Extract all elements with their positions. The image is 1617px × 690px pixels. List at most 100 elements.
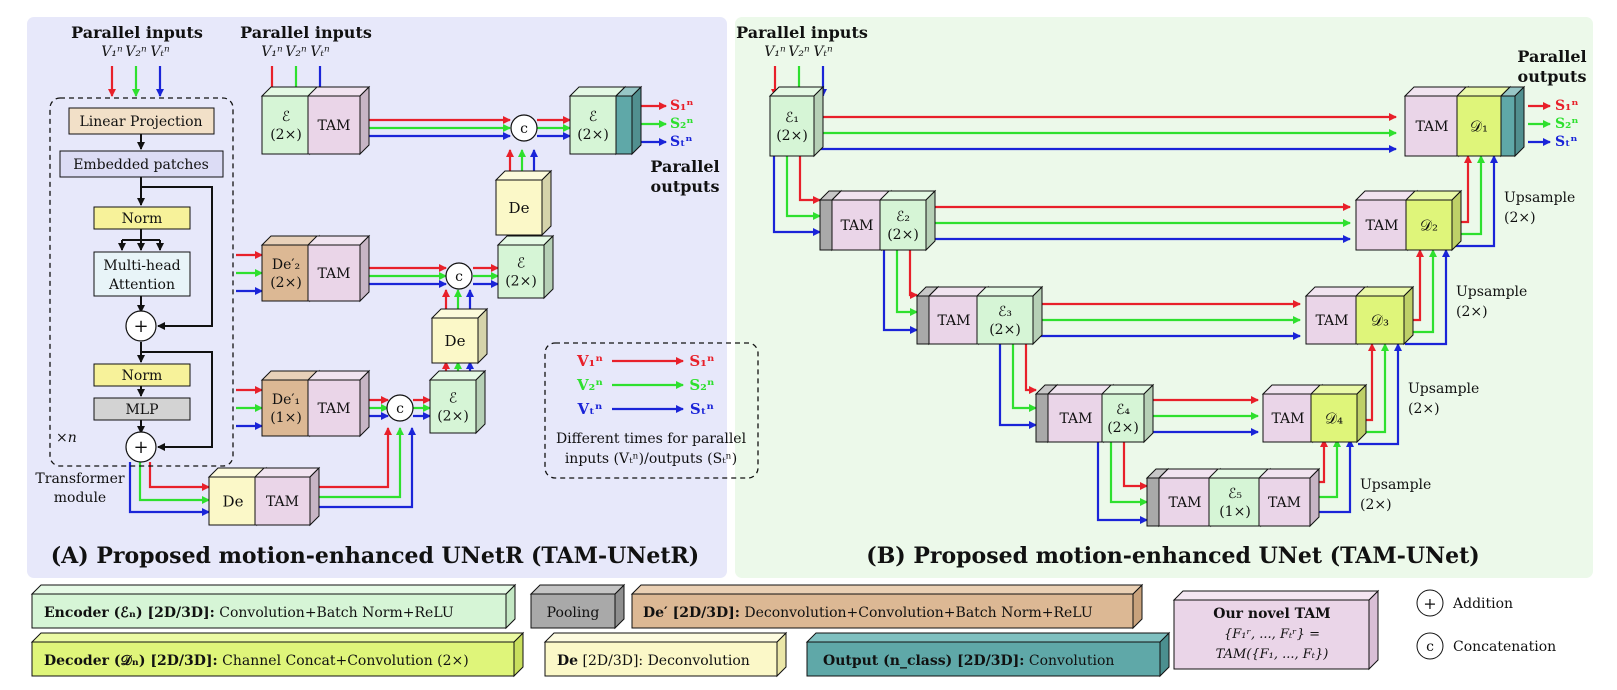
encoder-block-low: ℰ (2×) bbox=[428, 369, 487, 435]
decoder-block-d2-label: 𝒟₂ bbox=[1420, 216, 1438, 234]
legend-decoder-rest: Channel Concat+Convolution (2×) bbox=[218, 653, 469, 669]
attention-label-line2: Attention bbox=[108, 277, 175, 293]
encoder-block-e4-label: (2×) bbox=[1107, 420, 1139, 436]
tam-block-d2-label: TAM bbox=[1365, 218, 1398, 234]
legend-tam-formula-line1: {F₁ʳ, ..., Fₜʳ} = bbox=[1224, 627, 1320, 642]
upsample-mult-2: (2×) bbox=[1456, 304, 1488, 320]
output-symbol-s1: S₁ⁿ bbox=[1555, 98, 1579, 114]
concat-node-mid: c bbox=[445, 262, 473, 290]
output-symbol-st: Sₜⁿ bbox=[1555, 134, 1578, 150]
signal-arrow bbox=[785, 154, 821, 220]
encoder-block-output: ℰ (2×) bbox=[568, 85, 627, 156]
tam-block-e5-right-label: TAM bbox=[1268, 495, 1301, 511]
signal-arrow bbox=[1405, 249, 1450, 346]
signal-arrow bbox=[998, 342, 1037, 429]
signal-arrow bbox=[1096, 437, 1148, 524]
transformer-module-label-line2: module bbox=[54, 490, 106, 506]
encoder-block-e4-label: ℰ₄ bbox=[1116, 402, 1130, 418]
upsample-label-1: Upsample bbox=[1504, 190, 1575, 206]
signal-arrow bbox=[1358, 343, 1402, 446]
concat-node-top: c bbox=[510, 114, 538, 142]
concat-node-mid-symbol: c bbox=[455, 269, 463, 285]
panel-a-inputs-label-2: Parallel inputs bbox=[240, 23, 372, 42]
encoder-block-low-label: (2×) bbox=[437, 408, 469, 424]
panel-b-outputs-label-line2: outputs bbox=[1518, 67, 1587, 86]
panel-b-outputs-label-line1: Parallel bbox=[1517, 47, 1586, 66]
signal-arrow bbox=[1011, 342, 1037, 412]
signal-arrow bbox=[895, 248, 918, 316]
encoder-block-e1-label: (2×) bbox=[776, 128, 808, 144]
tam-block-e5-left-label: TAM bbox=[1168, 495, 1201, 511]
legend-output-bold: Output (n_class) [2D/3D]: bbox=[823, 653, 1024, 669]
encoder-block-output-label: (2×) bbox=[577, 127, 609, 143]
input-symbol-v2: V₂ⁿ bbox=[125, 44, 147, 60]
encoder-block-output-label: ℰ bbox=[589, 109, 597, 125]
signal-arrow bbox=[1453, 155, 1485, 236]
deconv-block-2-label: De′₂ bbox=[272, 257, 300, 273]
tam-block-bottom: TAM bbox=[253, 466, 321, 527]
panel-a-caption: (A) Proposed motion-enhanced UNetR (TAM-… bbox=[51, 543, 699, 569]
deconv-block-2-label: (2×) bbox=[270, 275, 302, 291]
tam-block-d3-label: TAM bbox=[1315, 313, 1348, 329]
legend-decoder-top bbox=[30, 632, 525, 643]
legend-addition-label: Addition bbox=[1452, 596, 1513, 612]
tam-block-d1: TAM bbox=[1403, 85, 1470, 158]
signal-arrow bbox=[1453, 155, 1498, 248]
time-legend-note-line2: inputs (Vₜⁿ)/outputs (Sₜⁿ) bbox=[565, 451, 737, 467]
legend-s1: S₁ⁿ bbox=[689, 352, 714, 370]
attention-box bbox=[93, 251, 191, 297]
input-symbol-vt: Vₜⁿ bbox=[150, 44, 170, 60]
embedded-patches-label: Embedded patches bbox=[73, 157, 209, 173]
panel-b-input-symbols: V₁ⁿ V₂ⁿ Vₜⁿ bbox=[764, 44, 833, 60]
input-symbol-v2: V₂ⁿ bbox=[285, 44, 307, 60]
encoder-block-e1-label: ℰ₁ bbox=[785, 110, 799, 126]
tam-block-top: TAM bbox=[306, 85, 371, 156]
encoder-block-low-label: ℰ bbox=[449, 390, 457, 406]
time-legend: V₁ⁿ V₂ⁿ Vₜⁿ S₁ⁿ S₂ⁿ Sₜⁿ bbox=[576, 352, 715, 418]
upsample-label-4: Upsample bbox=[1360, 477, 1431, 493]
legend-pooling-top bbox=[529, 584, 626, 595]
signal-arrow bbox=[1122, 437, 1148, 490]
tam-block-e2-label: TAM bbox=[840, 218, 873, 234]
output-symbol-st: Sₜⁿ bbox=[670, 134, 693, 150]
legend-s2: S₂ⁿ bbox=[689, 376, 714, 394]
upsample-mult-3: (2×) bbox=[1408, 401, 1440, 417]
signal-arrow bbox=[1310, 439, 1354, 514]
encoder-block-e3-label: ℰ₃ bbox=[998, 304, 1012, 320]
encoder-block-top-label: ℰ bbox=[282, 109, 290, 125]
de-block-mid-label: De bbox=[445, 332, 466, 350]
transformer-connectors bbox=[118, 134, 213, 451]
encoder-block-mid-label: (2×) bbox=[505, 273, 537, 289]
upsample-label-3: Upsample bbox=[1408, 381, 1479, 397]
legend-encoder-top bbox=[30, 584, 517, 595]
encoder-block-e4: ℰ₄ (2×) bbox=[1100, 383, 1155, 444]
deconv-block-1-label: (1×) bbox=[270, 410, 302, 426]
signal-arrow bbox=[310, 427, 416, 509]
legend-tam-edge bbox=[1368, 589, 1379, 671]
legend-v2: V₂ⁿ bbox=[576, 376, 603, 394]
signal-arrow bbox=[310, 427, 404, 499]
legend-de-rest: [2D/3D]: Deconvolution bbox=[578, 653, 750, 669]
tam-block-mid: TAM bbox=[306, 234, 371, 303]
output-block-b bbox=[1499, 85, 1526, 158]
signal-arrow bbox=[128, 462, 210, 516]
legend-de-top bbox=[543, 632, 788, 643]
input-symbol-vt: Vₜⁿ bbox=[813, 44, 833, 60]
legend-output-rest: Convolution bbox=[1024, 653, 1114, 669]
legend-de-swatch bbox=[544, 641, 778, 677]
encoder-block-e2-label: (2×) bbox=[887, 227, 919, 243]
signal-arrow bbox=[1405, 249, 1437, 334]
output-symbol-s1: S₁ⁿ bbox=[670, 98, 694, 114]
encoder-block-e1: ℰ₁ (2×) bbox=[768, 85, 825, 158]
legend-deconv-bold: De′ [2D/3D]: bbox=[643, 605, 740, 621]
encoder-block-top-label: (2×) bbox=[270, 127, 302, 143]
legend-concatenation-symbol: c bbox=[1426, 639, 1434, 655]
signal-arrow bbox=[138, 462, 210, 504]
upsample-labels: Upsample (2×) Upsample (2×) Upsample (2×… bbox=[1360, 190, 1575, 513]
decoder-block-d1-label: 𝒟₁ bbox=[1470, 117, 1488, 135]
de-block-top: De bbox=[494, 169, 553, 237]
addition-node-1 bbox=[125, 310, 157, 342]
tam-block-e4-label: TAM bbox=[1059, 411, 1092, 427]
panel-b-output-symbols: S₁ⁿ S₂ⁿ Sₜⁿ bbox=[1555, 98, 1579, 150]
